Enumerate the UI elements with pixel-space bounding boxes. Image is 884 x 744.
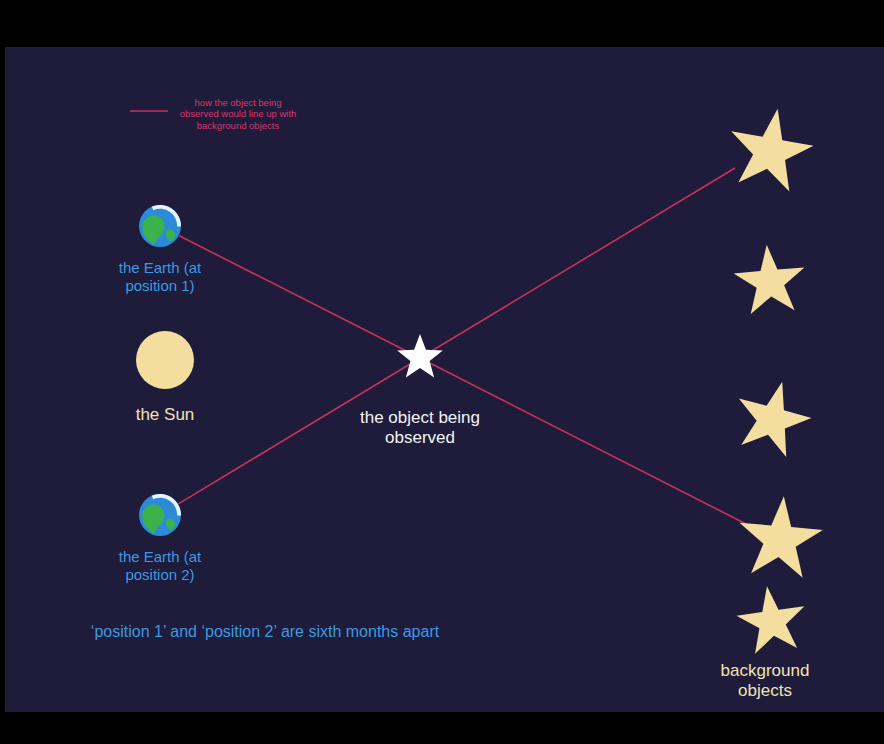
earth-icon	[139, 205, 181, 247]
globe-drawing	[139, 205, 181, 247]
sun-disc	[136, 331, 194, 389]
sight-line	[420, 168, 735, 358]
background-star	[727, 372, 818, 461]
caption: ‘position 1’ and ‘position 2’ are sixth …	[65, 622, 465, 643]
earth-node: the Earth (at position 2)	[91, 494, 229, 584]
legend-item: how the object being observed would line…	[128, 97, 308, 141]
earth-icon	[139, 494, 181, 536]
star-drawing	[397, 334, 443, 377]
background-star	[731, 242, 808, 316]
earth-node: the Earth (at position 1)	[91, 205, 229, 295]
star-shape	[397, 334, 443, 377]
sight-line	[420, 358, 748, 525]
globe-land	[142, 505, 164, 534]
sun-icon	[136, 331, 194, 389]
globe-land	[142, 216, 164, 245]
group-label: background objects	[700, 661, 830, 702]
node-label: the Earth (at position 1)	[91, 259, 229, 295]
globe-highlight	[152, 205, 181, 227]
background-star	[733, 582, 810, 656]
background-star	[723, 101, 819, 194]
sight-line	[178, 364, 410, 504]
legend-text: how the object being observed would line…	[178, 97, 298, 131]
globe-drawing	[139, 494, 181, 536]
sun-node: the Sun	[106, 331, 224, 425]
globe-land	[166, 230, 175, 242]
observed-star-icon	[396, 334, 444, 382]
legend-sample	[128, 106, 172, 116]
globe-land	[166, 519, 175, 531]
node-label: the Earth (at position 2)	[91, 548, 229, 584]
node-label: the object being observed	[331, 408, 509, 449]
legend-line	[130, 110, 168, 112]
sight-line	[179, 236, 410, 353]
globe-ocean	[139, 205, 181, 247]
sun-drawing	[136, 331, 194, 389]
night-sky	[5, 47, 884, 712]
globe-ocean	[139, 494, 181, 536]
observed-star-node: the object being observed	[331, 334, 509, 449]
background-star	[735, 493, 825, 580]
node-label: the Sun	[106, 405, 224, 425]
globe-highlight	[152, 494, 181, 516]
